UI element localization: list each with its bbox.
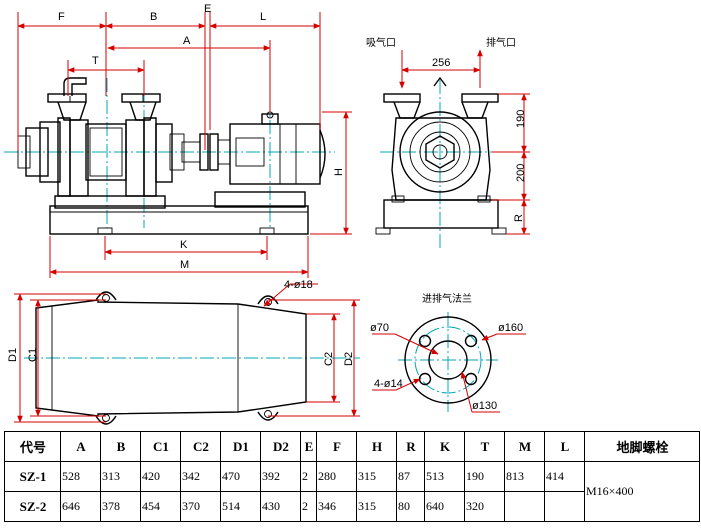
dim-K: K xyxy=(180,239,188,251)
value-cell: 80 xyxy=(396,491,425,522)
value-cell: 315 xyxy=(356,491,397,522)
value-cell: 454 xyxy=(140,491,181,522)
value-cell: 414 xyxy=(544,461,585,492)
side-view: F B E L A T K M H xyxy=(4,3,352,278)
header-cell: D2 xyxy=(260,431,301,462)
value-cell: 514 xyxy=(220,491,261,522)
flange-hole xyxy=(464,372,478,386)
value-cell xyxy=(544,491,585,522)
value-cell: 470 xyxy=(220,461,261,492)
side-bottom-dims: K M xyxy=(49,236,309,278)
outlet-label: 排气口 xyxy=(486,36,516,49)
header-cell: H xyxy=(356,431,397,462)
dim-T: T xyxy=(92,55,99,67)
value-cell xyxy=(504,491,545,522)
end-view: 吸气口 排气口 256 190 200 R xyxy=(366,36,530,250)
dim-A: A xyxy=(183,35,191,47)
flange-holes-label: 4-ø14 xyxy=(374,378,403,390)
value-cell: 430 xyxy=(260,491,301,522)
dim-C2: C2 xyxy=(323,352,335,366)
value-cell: 313 xyxy=(100,461,141,492)
base-frame xyxy=(49,191,309,235)
flange-hole xyxy=(418,334,432,348)
flange-hole xyxy=(464,334,478,348)
header-cell: E xyxy=(300,431,317,462)
flange-pcd-label: ø130 xyxy=(472,400,497,412)
header-cell: F xyxy=(316,431,357,462)
value-cell: 392 xyxy=(260,461,301,492)
header-cell: K xyxy=(424,431,465,462)
dim-200: 200 xyxy=(515,164,527,182)
motor xyxy=(229,111,326,185)
value-cell: 646 xyxy=(60,491,101,522)
value-cell: 190 xyxy=(464,461,505,492)
header-cell: C2 xyxy=(180,431,221,462)
bolt-holes-label: 4-ø18 xyxy=(284,279,313,291)
flange-pcd xyxy=(414,326,482,394)
flange-bore xyxy=(428,340,468,380)
dim-F: F xyxy=(58,11,65,23)
pump-body xyxy=(17,77,201,197)
dim-L: L xyxy=(260,11,266,23)
value-cell: 342 xyxy=(180,461,221,492)
header-cell: R xyxy=(396,431,425,462)
dim-D1: D1 xyxy=(7,348,19,362)
value-cell: 346 xyxy=(316,491,357,522)
value-cell: 528 xyxy=(60,461,101,492)
header-cell: T xyxy=(464,431,505,462)
value-cell: 320 xyxy=(464,491,505,522)
table-header-row: 代号 A B C1 C2 D1 D2 E F H R K T M L 地脚螺栓 xyxy=(4,431,700,462)
side-top-dims: F B E L A T xyxy=(17,3,321,150)
value-cell: 370 xyxy=(180,491,221,522)
value-cell: 513 xyxy=(424,461,465,492)
side-right-dim: H xyxy=(310,111,352,235)
anchor-bolt-cell: M16×400 xyxy=(584,461,700,522)
header-cell: A xyxy=(60,431,101,462)
flange-title: 进排气法兰 xyxy=(422,292,472,305)
dim-D2: D2 xyxy=(343,352,355,366)
value-cell: 813 xyxy=(504,461,545,492)
value-cell: 640 xyxy=(424,491,465,522)
model-cell: SZ-1 xyxy=(4,461,61,492)
header-cell: M xyxy=(504,431,545,462)
dim-B: B xyxy=(150,11,157,23)
value-cell: 2 xyxy=(300,491,317,522)
header-cell: 地脚螺栓 xyxy=(584,431,700,462)
value-cell: 87 xyxy=(396,461,425,492)
dimension-table: 代号 A B C1 C2 D1 D2 E F H R K T M L 地脚螺栓 … xyxy=(4,431,700,522)
dim-M: M xyxy=(180,259,189,271)
plan-view: 4-ø18 D1 C1 C2 D2 xyxy=(7,279,360,425)
value-cell: 280 xyxy=(316,461,357,492)
value-cell: 378 xyxy=(100,491,141,522)
table-row: SZ-2 646 378 454 370 514 430 2 346 315 8… xyxy=(4,491,700,522)
dim-C1: C1 xyxy=(27,348,39,362)
inlet-label: 吸气口 xyxy=(366,36,396,49)
value-cell: 315 xyxy=(356,461,397,492)
flange-outer xyxy=(404,316,492,404)
value-cell: 2 xyxy=(300,461,317,492)
header-cell: D1 xyxy=(220,431,261,462)
dim-H: H xyxy=(333,168,345,176)
model-cell: SZ-2 xyxy=(4,491,61,522)
header-cell: B xyxy=(100,431,141,462)
drawing-sheet: F B E L A T K M H xyxy=(4,3,530,425)
dim-256: 256 xyxy=(432,57,450,69)
header-cell: 代号 xyxy=(4,431,61,462)
flange-bore-label: ø70 xyxy=(370,322,389,334)
header-cell: L xyxy=(544,431,585,462)
dim-190: 190 xyxy=(515,110,527,128)
dim-E: E xyxy=(204,3,211,15)
dim-R: R xyxy=(513,214,525,222)
table-row: SZ-1 528 313 420 342 470 392 2 280 315 8… xyxy=(4,461,700,522)
header-cell: C1 xyxy=(140,431,181,462)
flange-view: 进排气法兰 ø70 ø160 4-ø14 ø130 xyxy=(370,292,526,413)
value-cell: 420 xyxy=(140,461,181,492)
flange-od-label: ø160 xyxy=(498,322,523,334)
